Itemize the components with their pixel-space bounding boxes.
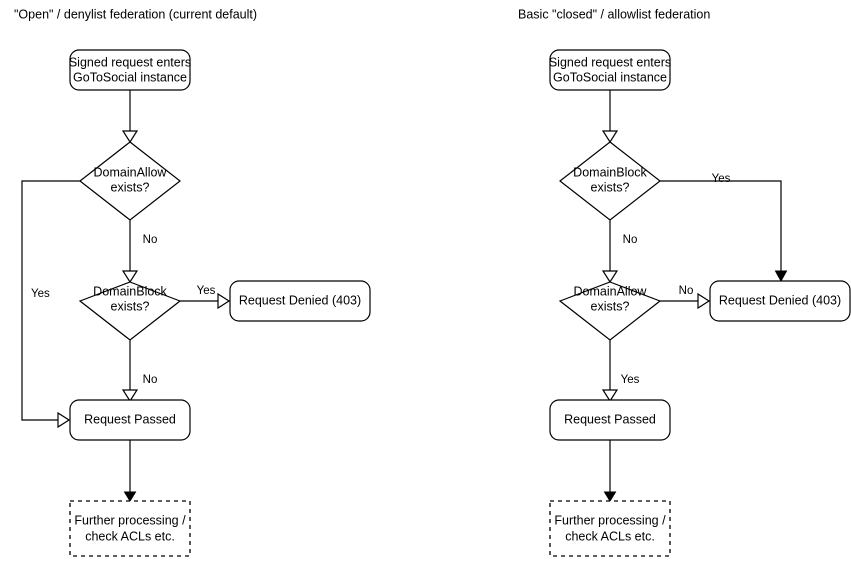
node-domain-allow-left-line2: exists?: [111, 180, 150, 194]
node-further-processing-left-line1: Further processing /: [74, 513, 186, 527]
edge-domain-block-no-right: No: [601, 220, 638, 284]
node-domain-allow-left[interactable]: DomainAllow exists?: [79, 141, 181, 221]
panel-title-closed-allowlist: Basic "closed" / allowlist federation: [518, 7, 710, 21]
edge-label-domain-block-yes-right: Yes: [712, 173, 731, 185]
node-start-left-line2: GoToSocial instance: [73, 70, 187, 84]
node-further-processing-right-line1: Further processing /: [554, 513, 666, 527]
edge-label-domain-block-no-right: No: [623, 234, 638, 246]
edge-label-domain-allow-no-left: No: [143, 234, 158, 246]
edge-domain-block-yes-left: Yes: [180, 285, 231, 310]
node-domain-allow-right-line2: exists?: [591, 299, 630, 313]
node-domain-allow-right-line1: DomainAllow: [574, 284, 648, 298]
node-further-processing-right-shape[interactable]: [549, 500, 671, 557]
node-further-processing-left-line2: check ACLs etc.: [85, 529, 175, 543]
node-domain-block-left[interactable]: DomainBlock exists?: [78, 281, 182, 341]
edge-label-domain-block-yes-left: Yes: [197, 285, 216, 297]
node-domain-block-left-line2: exists?: [111, 299, 150, 313]
node-domain-block-right-line1: DomainBlock: [573, 165, 647, 179]
edge-label-domain-block-no-left: No: [143, 374, 158, 386]
panel-closed-allowlist: Basic "closed" / allowlist federation Si…: [518, 7, 851, 557]
edge-label-domain-allow-yes-right: Yes: [621, 374, 640, 386]
node-request-denied-left[interactable]: Request Denied (403): [229, 280, 371, 322]
node-domain-block-right[interactable]: DomainBlock exists?: [559, 141, 661, 221]
node-request-denied-left-shape[interactable]: [229, 280, 371, 322]
edge-start-to-domain-allow-left: [121, 90, 139, 144]
node-domain-block-left-line1: DomainBlock: [93, 284, 167, 298]
edge-domain-allow-no-right: No: [660, 285, 711, 310]
node-domain-block-right-line2: exists?: [591, 180, 630, 194]
node-request-passed-left-label: Request Passed: [84, 412, 176, 426]
panel-title-open-denylist: "Open" / denylist federation (current de…: [14, 7, 257, 21]
node-request-passed-right[interactable]: Request Passed: [549, 399, 671, 441]
node-request-passed-left[interactable]: Request Passed: [69, 399, 191, 441]
edge-domain-allow-yes-left: Yes: [21, 180, 80, 429]
node-request-denied-right-shape[interactable]: [709, 280, 851, 322]
node-start-right[interactable]: Signed request enters GoToSocial instanc…: [549, 49, 671, 91]
node-further-processing-left[interactable]: Further processing / check ACLs etc.: [69, 500, 191, 557]
node-request-denied-right[interactable]: Request Denied (403): [709, 280, 851, 322]
node-request-denied-left-label: Request Denied (403): [239, 293, 361, 307]
node-start-left[interactable]: Signed request enters GoToSocial instanc…: [69, 49, 191, 91]
node-further-processing-left-shape[interactable]: [69, 500, 191, 557]
node-request-denied-right-label: Request Denied (403): [719, 293, 841, 307]
edge-passed-to-further-left: [123, 440, 137, 502]
edge-domain-allow-yes-right: Yes: [601, 340, 640, 403]
edge-label-domain-allow-no-right: No: [679, 285, 694, 297]
edge-label-domain-allow-yes-left: Yes: [31, 288, 50, 300]
node-domain-allow-right[interactable]: DomainAllow exists?: [558, 281, 662, 341]
node-request-passed-right-label: Request Passed: [564, 412, 656, 426]
node-start-left-line1: Signed request enters: [69, 55, 191, 69]
node-start-right-line1: Signed request enters: [549, 55, 671, 69]
edge-domain-block-yes-right: Yes: [660, 173, 788, 283]
node-further-processing-right-line2: check ACLs etc.: [565, 529, 655, 543]
node-further-processing-right[interactable]: Further processing / check ACLs etc.: [549, 500, 671, 557]
edge-start-to-domain-block-right: [601, 90, 619, 144]
edge-domain-allow-no-left: No: [121, 220, 158, 284]
node-domain-allow-left-line1: DomainAllow: [94, 165, 168, 179]
edge-passed-to-further-right: [603, 440, 617, 502]
node-start-right-line2: GoToSocial instance: [553, 70, 667, 84]
edge-domain-block-no-left: No: [121, 340, 158, 403]
panel-open-denylist: "Open" / denylist federation (current de…: [14, 7, 371, 557]
